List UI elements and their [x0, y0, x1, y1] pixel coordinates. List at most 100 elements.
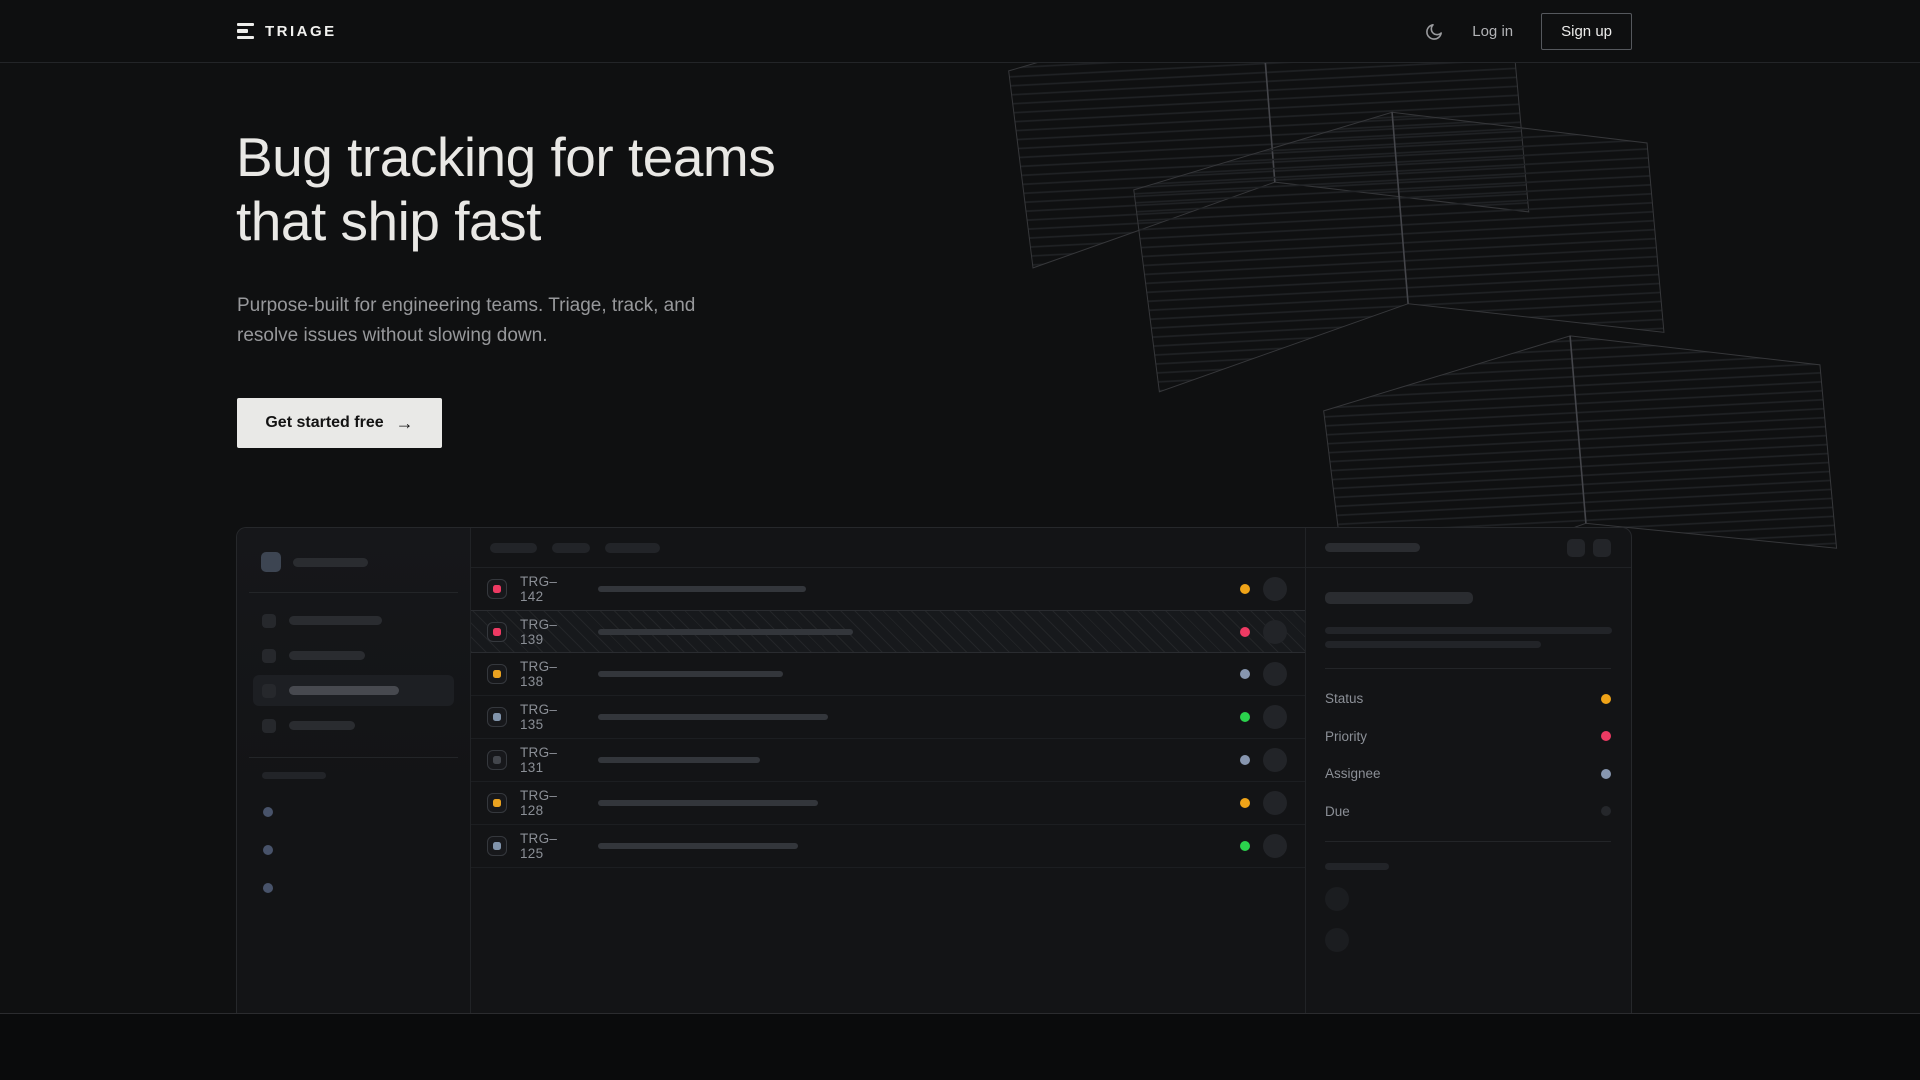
mockup-issue-list: TRG–142 TRG–139 TRG–138 TRG–135	[471, 528, 1306, 1013]
mockup-detail-actions	[1567, 538, 1611, 557]
mockup-issue-row: TRG–128	[471, 782, 1305, 825]
mockup-project-dot	[263, 883, 273, 893]
mockup-nav-item	[253, 710, 454, 741]
divider	[249, 592, 458, 593]
divider	[249, 757, 458, 758]
mockup-issue-row: TRG–125	[471, 825, 1305, 868]
issue-title-placeholder	[598, 671, 783, 677]
issue-title-placeholder	[598, 714, 828, 720]
mockup-issue-row: TRG–139	[471, 610, 1305, 653]
hero-subtext: Purpose-built for engineering teams. Tri…	[237, 291, 695, 351]
placeholder-title	[1325, 592, 1473, 604]
wireframe-slab-2	[1133, 111, 1665, 393]
placeholder-icon	[262, 648, 276, 663]
issue-row-right	[1240, 748, 1287, 772]
placeholder-icon	[262, 718, 276, 733]
wireframe-slab-1	[1008, 63, 1530, 269]
navbar: TRIAGE Log in Sign up	[0, 0, 1920, 63]
property-value-dot	[1601, 731, 1611, 742]
issue-row-right	[1240, 577, 1287, 601]
mockup-nav-item	[253, 605, 454, 636]
placeholder-bar	[1325, 543, 1420, 552]
mockup-detail-panel: Status Priority Assignee Due	[1306, 528, 1631, 1013]
issue-title-placeholder	[598, 757, 760, 763]
placeholder-avatar	[1325, 928, 1349, 952]
placeholder-bar	[289, 721, 355, 730]
divider	[1325, 668, 1611, 669]
login-link[interactable]: Log in	[1472, 23, 1514, 40]
issue-id: TRG–138	[520, 659, 558, 689]
issue-title-placeholder	[598, 800, 818, 806]
mockup-property-row: Priority	[1325, 718, 1611, 756]
issue-status-dot	[1240, 755, 1250, 765]
get-started-label: Get started free	[265, 414, 384, 431]
issue-status-dot	[1240, 841, 1250, 851]
mockup-issue-row: TRG–138	[471, 653, 1305, 696]
mockup-property-row: Status	[1325, 680, 1611, 718]
placeholder-icon	[262, 613, 276, 628]
property-label: Priority	[1325, 728, 1368, 744]
mockup-project-dot	[263, 807, 273, 817]
hero-subtext-line2: resolve issues without slowing down.	[237, 325, 548, 346]
issue-title-placeholder	[598, 843, 798, 849]
mockup-properties: Status Priority Assignee Due	[1325, 680, 1611, 830]
issue-assignee-avatar	[1263, 577, 1287, 601]
placeholder-button	[1593, 538, 1611, 557]
issue-status-dot	[1240, 712, 1250, 722]
placeholder-bar	[289, 651, 365, 660]
placeholder-text-line	[1325, 627, 1612, 634]
issue-status-dot	[1240, 669, 1250, 679]
issue-id: TRG–125	[520, 831, 558, 861]
placeholder-tab	[552, 542, 590, 553]
issue-assignee-avatar	[1263, 662, 1287, 686]
issue-row-right	[1240, 619, 1287, 644]
issue-status-dot	[1240, 584, 1250, 594]
issue-title-placeholder	[598, 628, 853, 635]
nav-actions: Log in Sign up	[1424, 0, 1632, 63]
property-label: Due	[1325, 803, 1350, 819]
placeholder-icon	[262, 683, 276, 698]
mockup-issue-row: TRG–131	[471, 739, 1305, 782]
issue-assignee-avatar	[1263, 619, 1287, 644]
issue-assignee-avatar	[1263, 791, 1287, 815]
issue-title-placeholder	[598, 586, 806, 592]
brand-name: TRIAGE	[265, 22, 337, 40]
issue-type-icon	[487, 836, 507, 856]
mockup-property-row: Assignee	[1325, 755, 1611, 793]
mockup-list-header	[471, 528, 1305, 568]
mockup-project-dot	[263, 845, 273, 855]
property-value-dot	[1601, 693, 1611, 704]
placeholder-bar	[1325, 863, 1389, 870]
placeholder-avatar	[1325, 887, 1349, 911]
placeholder-bar	[289, 616, 382, 625]
app-mockup: TRG–142 TRG–139 TRG–138 TRG–135	[236, 527, 1632, 1013]
property-label: Status	[1325, 691, 1364, 707]
signup-button[interactable]: Sign up	[1541, 13, 1632, 50]
issue-id: TRG–131	[520, 745, 558, 775]
issue-assignee-avatar	[1263, 748, 1287, 772]
issue-id: TRG–139	[520, 616, 558, 647]
issue-id: TRG–142	[520, 574, 558, 604]
placeholder-bar	[262, 772, 326, 779]
mockup-detail-header	[1306, 528, 1631, 568]
issue-type-icon	[487, 621, 507, 642]
placeholder-bar	[289, 686, 399, 695]
placeholder-bar	[293, 557, 368, 567]
issue-type-icon	[487, 793, 507, 813]
issue-type-icon	[487, 750, 507, 770]
arrow-right-icon: →	[395, 412, 414, 433]
mockup-nav-item-active	[253, 675, 454, 706]
placeholder-text-line	[1325, 641, 1541, 648]
theme-toggle-button[interactable]	[1424, 22, 1444, 42]
brand: TRIAGE	[237, 23, 337, 40]
issue-type-icon	[487, 664, 507, 684]
get-started-button[interactable]: Get started free →	[237, 398, 442, 448]
issue-assignee-avatar	[1263, 705, 1287, 729]
issue-row-right	[1240, 791, 1287, 815]
mockup-issue-row: TRG–142	[471, 568, 1305, 611]
moon-icon	[1426, 23, 1443, 40]
issue-row-right	[1240, 834, 1287, 858]
mockup-issue-row: TRG–135	[471, 696, 1305, 739]
